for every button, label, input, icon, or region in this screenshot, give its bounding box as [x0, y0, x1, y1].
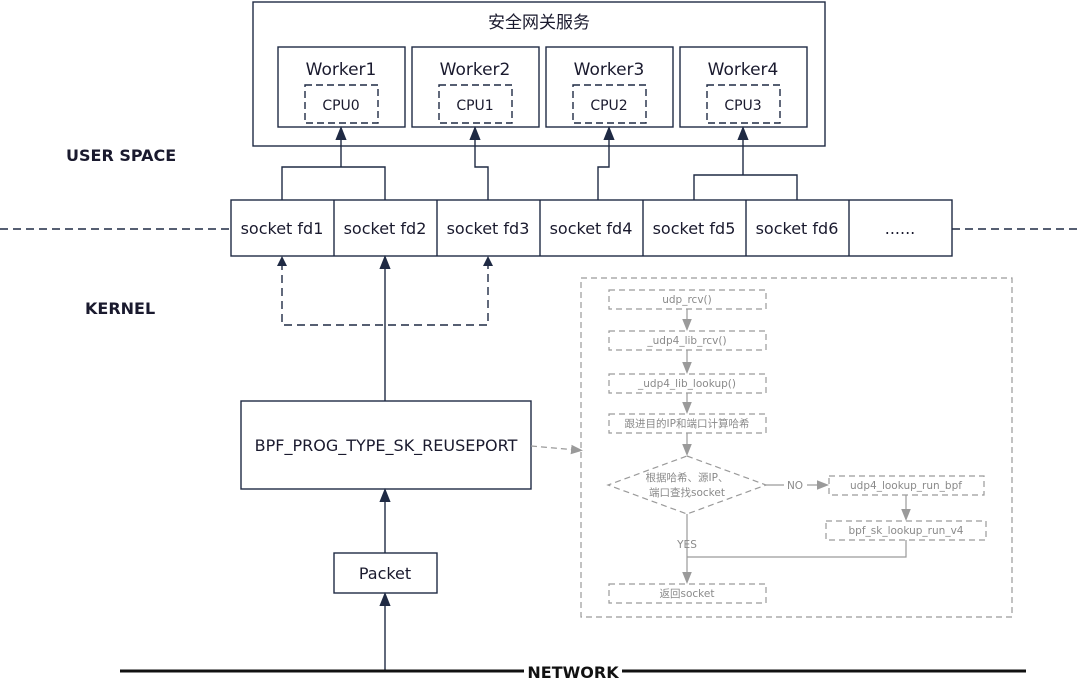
flow-step-return-label: 返回socket [660, 588, 715, 600]
arrow-head-fd1 [277, 256, 287, 266]
network-label: NETWORK [527, 663, 619, 682]
worker-4-label: Worker4 [708, 60, 779, 80]
kernel-label: KERNEL [85, 299, 155, 318]
cpu-2-box [572, 84, 647, 124]
flow-step-udp-rcv: udp_rcv() [608, 289, 767, 310]
arrow-head-fd3 [483, 256, 493, 266]
flow-step-hash: 跟进目的IP和端口计算哈希 [608, 413, 767, 434]
flow-step-udp-rcv-label: udp_rcv() [662, 294, 712, 306]
flow-step-hash-label: 跟进目的IP和端口计算哈希 [625, 417, 750, 430]
flow-no-label: NO [787, 480, 803, 492]
service-title: 安全网关服务 [488, 13, 590, 33]
packet-box [333, 552, 438, 594]
socket-fd5: socket fd5 [653, 219, 736, 238]
socket-fd2: socket fd2 [344, 219, 427, 238]
cpu-1-box [438, 84, 513, 124]
worker-4: Worker4 CPU3 [679, 46, 808, 128]
flow-merge-line [687, 540, 907, 558]
flow-step-lib-rcv: _udp4_lib_rcv() [608, 330, 767, 351]
lookup-flow-box [580, 277, 1013, 618]
socket-fd6: socket fd6 [756, 219, 839, 238]
flow-step-run-bpf-label: udp4_lookup_run_bpf [850, 480, 962, 492]
user-space-label: USER SPACE [66, 146, 176, 165]
flow-step-lib-lookup: _udp4_lib_lookup() [608, 373, 767, 394]
flow-decision: 根据哈希、源IP、 端口查找socket [606, 455, 768, 515]
packet-label: Packet [359, 564, 411, 583]
fd1-fd2-join [281, 166, 386, 200]
socket-fd3: socket fd3 [447, 219, 530, 238]
flow-step-sk-lookup-label: bpf_sk_lookup_run_v4 [849, 525, 964, 537]
flow-step-lib-lookup-label: _udp4_lib_lookup() [637, 378, 736, 390]
worker-1-label: Worker1 [306, 60, 377, 80]
arrow-to-worker-2 [469, 126, 489, 200]
cpu-1-label: CPU1 [456, 98, 493, 114]
cpu-2-label: CPU2 [590, 98, 627, 114]
socket-fd1: socket fd1 [241, 219, 324, 238]
flow-step-return: 返回socket [608, 583, 767, 604]
fd5-fd6-join [693, 174, 798, 200]
bpf-program-label: BPF_PROG_TYPE_SK_REUSEPORT [255, 436, 518, 456]
flow-decision-line-2: 端口查找socket [649, 486, 725, 499]
flow-step-lib-rcv-label: _udp4_lib_rcv() [646, 335, 726, 347]
worker-3: Worker3 CPU2 [545, 46, 674, 128]
worker-1: Worker1 CPU0 [277, 46, 406, 128]
flow-yes-label: YES [676, 539, 697, 551]
arrow-bpf-to-flow [530, 444, 583, 455]
cpu-3-box [706, 84, 781, 124]
socket-row: socket fd1 socket fd2 socket fd3 socket … [230, 199, 953, 257]
worker-2: Worker2 CPU1 [411, 46, 540, 128]
flow-decision-line-1: 根据哈希、源IP、 [646, 471, 729, 484]
socket-more: ...... [885, 219, 916, 238]
dashed-fanout [281, 262, 489, 326]
socket-fd4: socket fd4 [550, 219, 633, 238]
worker-3-label: Worker3 [574, 60, 645, 80]
flow-step-sk-lookup: bpf_sk_lookup_run_v4 [825, 520, 987, 541]
flow-step-run-bpf: udp4_lookup_run_bpf [828, 475, 985, 496]
cpu-0-label: CPU0 [322, 98, 359, 114]
cpu-3-label: CPU3 [724, 98, 761, 114]
arrow-to-worker-3 [597, 126, 615, 200]
cpu-0-box [304, 84, 379, 124]
worker-2-label: Worker2 [440, 60, 511, 80]
